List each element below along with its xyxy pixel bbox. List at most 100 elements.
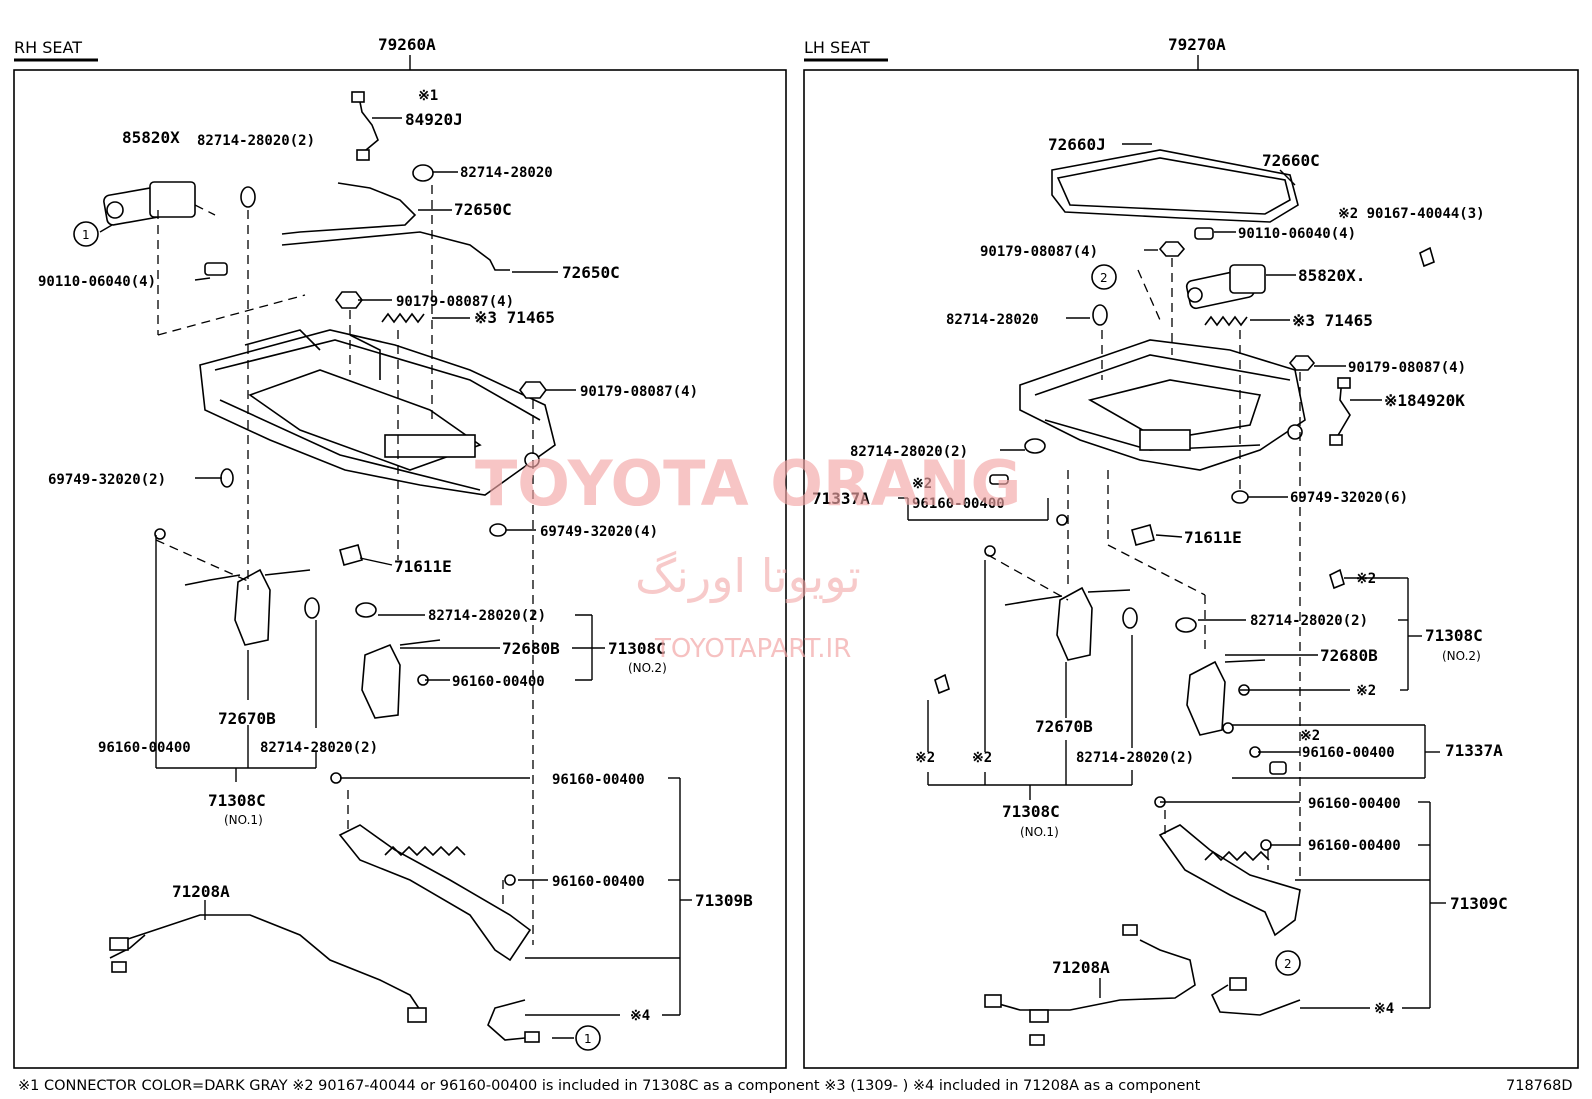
watermark: TOYOTA ORANG تویوتا اورنگ TOYOTAPART.IR (475, 447, 1021, 664)
lh-label-90110: 90110-06040(4) (1238, 226, 1356, 242)
rh-label-82714-28020-2-top: 82714-28020(2) (197, 133, 315, 149)
rh-harness-71208a (109, 914, 421, 1011)
lh-note-2-d: ※2 (915, 750, 935, 766)
rh-label-90179-b: 90179-08087(4) (580, 384, 698, 400)
lh-latch-72680b (1186, 660, 1226, 736)
rh-label-85820x: 85820X (122, 128, 180, 147)
rh-label-71308c-no1: 71308C (208, 791, 266, 810)
rh-label-84920j: 84920J (405, 110, 463, 129)
rh-label-72650c-a: 72650C (454, 200, 512, 219)
lh-note-2-b: ※2 (1356, 683, 1376, 699)
rh-label-71308c-no2: 71308C (608, 639, 666, 658)
lh-label-72660c: 72660C (1262, 151, 1320, 170)
lh-label-72660j: 72660J (1048, 135, 1106, 154)
rh-label-71308c-no1-sub: (NO.1) (224, 813, 263, 827)
lh-motor-drawing (1185, 264, 1266, 310)
lh-note-2-c: ※2 (1300, 728, 1320, 744)
lh-label-71208a: 71208A (1052, 958, 1110, 977)
lh-label-71309c: 71309C (1450, 894, 1508, 913)
lh-circle-2-a-text: 2 (1100, 271, 1108, 285)
rh-seat-header: RH SEAT (14, 38, 82, 57)
rh-label-96160-mid: 96160-00400 (452, 674, 545, 690)
rh-label-82714-low: 82714-28020(2) (260, 740, 378, 756)
lh-label-71337a-b: 71337A (1445, 741, 1503, 760)
rh-label-96160-b: 96160-00400 (552, 874, 645, 890)
lh-label-85820x: 85820X. (1298, 266, 1365, 285)
lh-label-71337a-note: ※2 (912, 476, 932, 492)
lh-dashed-guides (987, 258, 1301, 880)
lh-label-82714-a: 82714-28020 (946, 312, 1039, 328)
rh-circle-1-a (73, 221, 99, 247)
lh-note-2-e: ※2 (972, 750, 992, 766)
rh-circle-1-b-text: 1 (584, 1032, 592, 1046)
rh-label-82714-28020-top: 82714-28020 (460, 165, 553, 181)
lh-label-82714-mid: 82714-28020(2) (1250, 613, 1368, 629)
rh-cable-72650c-a (281, 182, 417, 235)
lh-sub-harness (1210, 984, 1301, 1016)
watermark-latin: TOYOTA ORANG (475, 447, 1021, 520)
watermark-url: TOYOTAPART.IR (654, 634, 851, 664)
footer-code: 718768D (1506, 1078, 1573, 1094)
rh-latch-72670b (234, 568, 271, 646)
lh-label-90167: ※2 90167-40044(3) (1338, 206, 1485, 222)
rh-label-71308c-no2-sub: (NO.2) (628, 661, 667, 675)
lh-label-71308c-no1: 71308C (1002, 802, 1060, 821)
rh-note-4: ※4 (630, 1008, 650, 1024)
lh-label-71308c-no1-sub: (NO.1) (1020, 825, 1059, 839)
lh-label-82714-low: 82714-28020(2) (1076, 750, 1194, 766)
rh-label-69749-4: 69749-32020(4) (540, 524, 658, 540)
rh-label-82714-mid: 82714-28020(2) (428, 608, 546, 624)
lh-label-69749-6: 69749-32020(6) (1290, 490, 1408, 506)
lh-label-96160-b: 96160-00400 (1308, 838, 1401, 854)
rh-note-1: ※1 (418, 88, 438, 104)
rh-circle-1-b (575, 1025, 601, 1051)
rh-label-71208a: 71208A (172, 882, 230, 901)
rh-seat-frame-drawing (199, 329, 556, 496)
rh-label-69749-2: 69749-32020(2) (48, 472, 166, 488)
lh-seat-header: LH SEAT (804, 38, 870, 57)
lh-label-71611e: 71611E (1184, 528, 1242, 547)
lh-note-4: ※4 (1374, 1001, 1394, 1017)
rh-label-72670b: 72670B (218, 709, 276, 728)
lh-panel-frame (803, 69, 1579, 1069)
rh-circle-1-a-text: 1 (82, 228, 90, 242)
rh-seat-panel: RH SEAT 79260A (13, 35, 787, 1069)
rh-cable-72650c-b (281, 231, 510, 271)
lh-seat-panel: LH SEAT 79270A (803, 35, 1579, 1069)
footer-notes: ※1 CONNECTOR COLOR=DARK GRAY ※2 90167-40… (18, 1078, 1201, 1094)
lh-label-71308c-no2-sub: (NO.2) (1442, 649, 1481, 663)
lh-assembly-number: 79270A (1168, 35, 1226, 54)
lh-label-96160-mid: 96160-00400 (1302, 745, 1395, 761)
rh-track-71309b (338, 824, 532, 962)
lh-label-72670b: 72670B (1035, 717, 1093, 736)
lh-latch-72670b (1056, 586, 1093, 661)
lh-leader-lines (898, 143, 1446, 1009)
lh-label-71337a: 71337A (812, 489, 870, 508)
rh-panel-frame (13, 69, 787, 1069)
lh-circle-2-b-text: 2 (1284, 957, 1292, 971)
lh-label-72680b: 72680B (1320, 646, 1378, 665)
rh-assembly-number: 79260A (378, 35, 436, 54)
lh-label-82714-2: 82714-28020(2) (850, 444, 968, 460)
rh-label-71465: ※3 71465 (474, 308, 555, 327)
lh-circle-2-b (1275, 950, 1301, 976)
rh-latch-72680b (361, 643, 401, 719)
lh-circle-2-a (1091, 264, 1117, 290)
watermark-persian: تویوتا اورنگ (635, 549, 861, 604)
lh-cable-72660j (1051, 149, 1299, 223)
lh-label-84920k: ※184920K (1384, 391, 1465, 410)
rh-label-90179-a: 90179-08087(4) (396, 294, 514, 310)
lh-label-96160-a: 96160-00400 (1308, 796, 1401, 812)
rh-motor-drawing (103, 181, 196, 226)
lh-label-71308c-no2: 71308C (1425, 626, 1483, 645)
rh-label-72680b: 72680B (502, 639, 560, 658)
rh-leader-lines (99, 117, 692, 1039)
lh-label-90179-b: 90179-08087(4) (1348, 360, 1466, 376)
rh-dashed-guides (155, 185, 534, 945)
rh-label-90110: 90110-06040(4) (38, 274, 156, 290)
lh-note-2-a: ※2 (1356, 571, 1376, 587)
rh-sub-harness (487, 999, 526, 1041)
lh-label-71465: ※3 71465 (1292, 311, 1373, 330)
lh-track-71309c (1158, 824, 1301, 937)
